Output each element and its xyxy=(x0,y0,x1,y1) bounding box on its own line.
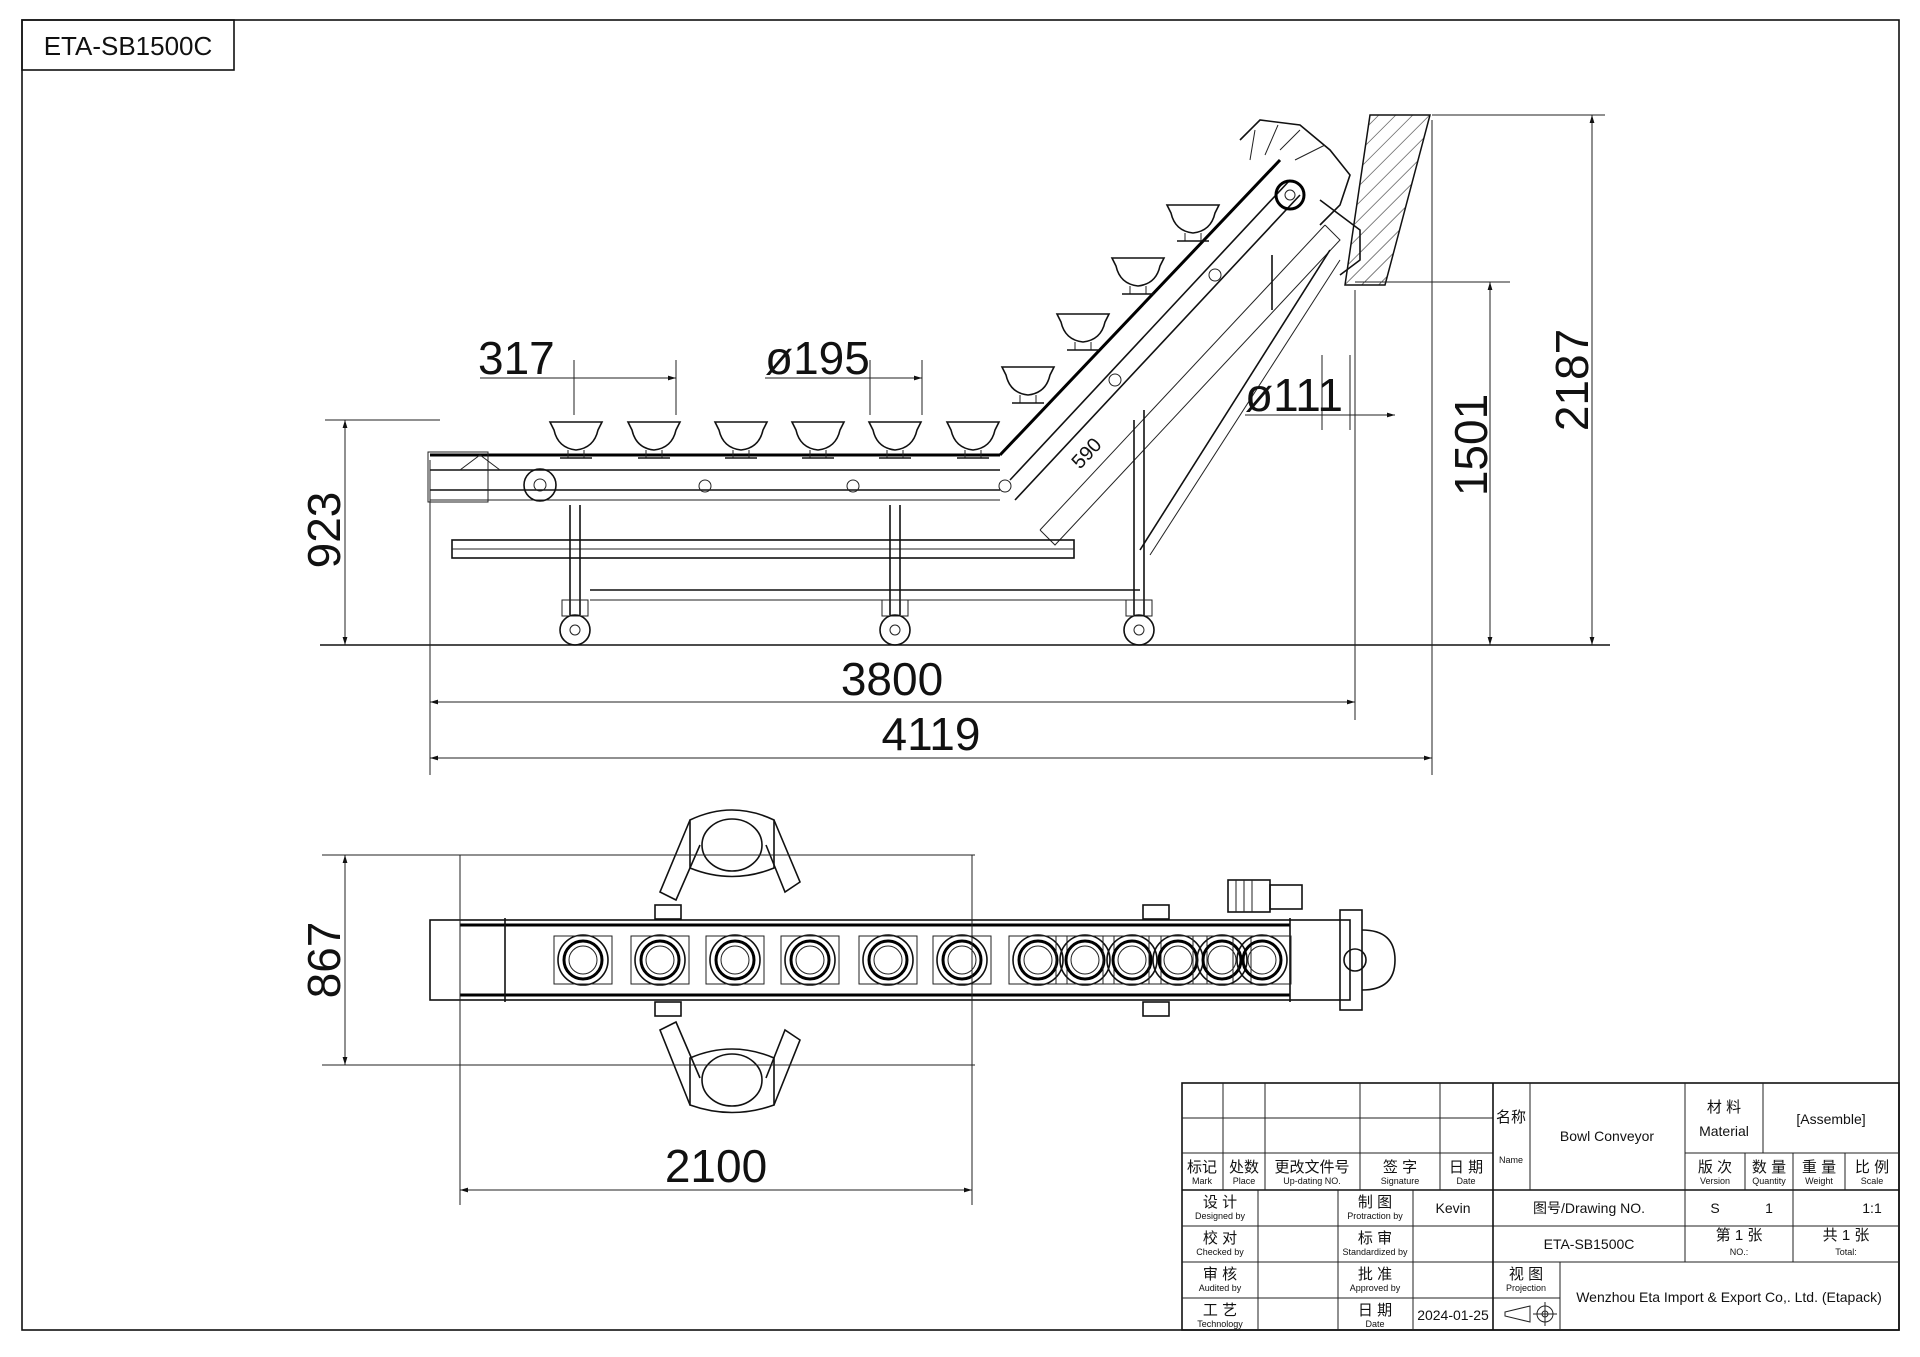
incline-label: 590 xyxy=(1068,434,1107,473)
rev-mark-en: Mark xyxy=(1192,1176,1212,1186)
rev-signature-en: Signature xyxy=(1381,1176,1420,1186)
date-value: 2024-01-25 xyxy=(1417,1307,1489,1323)
dim-width: 867 xyxy=(298,922,350,999)
dim-bowl-diameter: ø195 xyxy=(765,332,870,384)
designed-cn: 设 计 xyxy=(1203,1194,1237,1211)
technology-en: Technology xyxy=(1197,1319,1243,1329)
dim-discharge-height: 1501 xyxy=(1445,394,1497,496)
drawing-no-value: ETA-SB1500C xyxy=(1544,1236,1635,1252)
rev-date-en: Date xyxy=(1456,1176,1475,1186)
standardized-cn: 标 审 xyxy=(1358,1230,1392,1247)
version-value: S xyxy=(1710,1200,1719,1216)
side-view: 590 xyxy=(320,114,1610,646)
audited-cn: 审 核 xyxy=(1203,1266,1237,1283)
title-block: 标记 Mark 处数 Place 更改文件号 Up-dating NO. 签 字… xyxy=(1181,1082,1900,1331)
date-en: Date xyxy=(1365,1319,1384,1329)
quantity-en: Quantity xyxy=(1752,1176,1786,1186)
approved-en: Approved by xyxy=(1350,1283,1401,1293)
drawing-no-label: 图号/Drawing NO. xyxy=(1533,1200,1645,1216)
scale-value: 1:1 xyxy=(1862,1200,1882,1216)
operator-top xyxy=(658,809,801,902)
sheet-total-en: Total: xyxy=(1835,1247,1857,1257)
standardized-en: Standardized by xyxy=(1342,1247,1408,1257)
sheet-total-cn: 共 1 张 xyxy=(1823,1227,1870,1244)
projection-cn: 视 图 xyxy=(1509,1266,1543,1283)
rev-signature-cn: 签 字 xyxy=(1383,1159,1417,1176)
sheet-no-cn: 第 1 张 xyxy=(1716,1226,1763,1244)
rev-mark-cn: 标记 xyxy=(1187,1159,1217,1176)
projection-en: Projection xyxy=(1506,1283,1546,1293)
dim-total-height: 2187 xyxy=(1546,329,1598,431)
technology-cn: 工 艺 xyxy=(1203,1302,1237,1319)
operator-bottom xyxy=(658,1020,801,1114)
plan-view xyxy=(429,809,1396,1114)
dim-infeed-height: 923 xyxy=(298,492,350,569)
dim-bowl-pitch: 317 xyxy=(478,332,555,384)
dim-plan-length: 2100 xyxy=(665,1140,767,1192)
audited-en: Audited by xyxy=(1199,1283,1242,1293)
checked-cn: 校 对 xyxy=(1203,1230,1237,1247)
date-cn: 日 期 xyxy=(1358,1302,1392,1319)
projection-symbol-icon xyxy=(1504,1302,1557,1326)
protraction-value: Kevin xyxy=(1435,1200,1470,1216)
rev-date-cn: 日 期 xyxy=(1449,1159,1483,1176)
rev-updating-en: Up-dating NO. xyxy=(1283,1176,1341,1186)
name-label-en: Name xyxy=(1499,1155,1523,1165)
scale-cn: 比 例 xyxy=(1855,1159,1889,1176)
rev-place-en: Place xyxy=(1233,1176,1256,1186)
version-cn: 版 次 xyxy=(1698,1159,1732,1176)
protraction-cn: 制 图 xyxy=(1358,1194,1392,1211)
scale-en: Scale xyxy=(1861,1176,1884,1186)
material-label-cn: 材 料 xyxy=(1707,1099,1741,1116)
company-name: Wenzhou Eta Import & Export Co,. Ltd. (E… xyxy=(1576,1289,1882,1305)
weight-en: Weight xyxy=(1805,1176,1833,1186)
version-en: Version xyxy=(1700,1176,1730,1186)
designed-en: Designed by xyxy=(1195,1211,1246,1221)
dim-top-diameter: ø111 xyxy=(1245,369,1343,421)
rev-updating-cn: 更改文件号 xyxy=(1274,1159,1349,1176)
name-label-cn: 名称 xyxy=(1496,1109,1526,1126)
dim-frame-length: 3800 xyxy=(841,653,943,705)
dim-total-length: 4119 xyxy=(882,708,981,760)
sheet-no-en: NO.: xyxy=(1730,1247,1749,1257)
material-label-en: Material xyxy=(1699,1123,1749,1139)
approved-cn: 批 准 xyxy=(1358,1266,1392,1283)
protraction-en: Protraction by xyxy=(1347,1211,1403,1221)
product-name: Bowl Conveyor xyxy=(1560,1128,1654,1144)
side-dimensions: 317 ø195 ø111 923 1501 2187 3800 4119 xyxy=(298,114,1605,775)
quantity-value: 1 xyxy=(1765,1200,1773,1216)
quantity-cn: 数 量 xyxy=(1752,1159,1786,1176)
rev-place-cn: 处数 xyxy=(1229,1159,1259,1176)
plan-dimensions: 867 2100 xyxy=(298,854,975,1205)
material-value: [Assemble] xyxy=(1796,1111,1865,1127)
checked-en: Checked by xyxy=(1196,1247,1244,1257)
drawing-code: ETA-SB1500C xyxy=(44,31,213,61)
drawing-code-box: ETA-SB1500C xyxy=(21,19,235,71)
weight-cn: 重 量 xyxy=(1802,1159,1836,1176)
drawing-border xyxy=(21,19,1900,1331)
